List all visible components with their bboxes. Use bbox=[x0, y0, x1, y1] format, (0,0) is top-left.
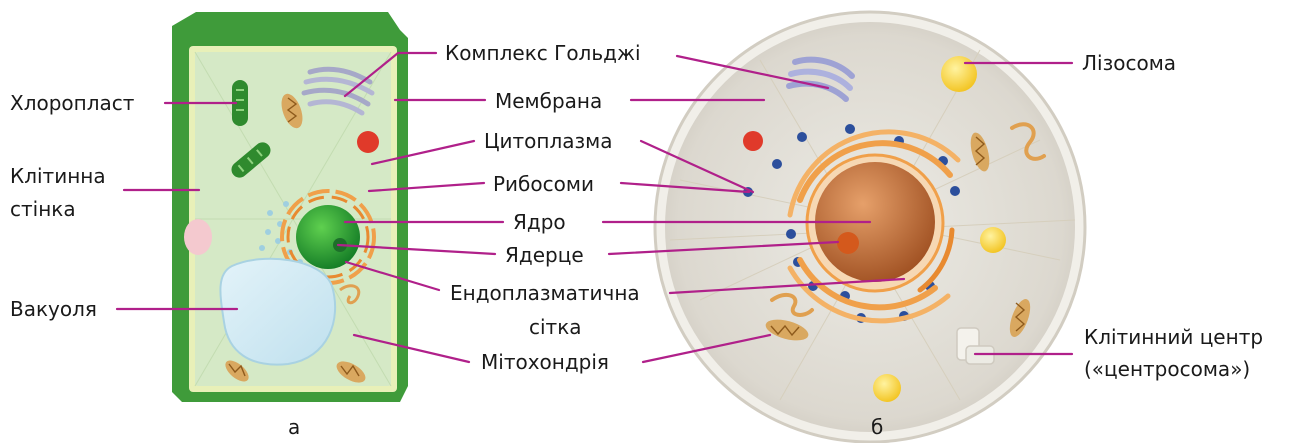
plant-vesicle bbox=[184, 219, 212, 255]
plant-cell bbox=[172, 12, 408, 402]
label-vacuole: Вакуоля bbox=[10, 297, 97, 321]
label-ribosomes: Рибосоми bbox=[493, 172, 594, 196]
animal-cell bbox=[655, 12, 1085, 442]
label-cytoplasm: Цитоплазма bbox=[484, 129, 613, 153]
animal-lysosome-2 bbox=[980, 227, 1006, 253]
label-er-line2: сітка bbox=[529, 315, 582, 339]
animal-lysosome-3 bbox=[873, 374, 901, 402]
plant-red-organelle bbox=[357, 131, 379, 153]
animal-lysosome bbox=[941, 56, 977, 92]
caption-animal: б bbox=[871, 415, 883, 439]
label-er-line1: Ендоплазматична bbox=[450, 281, 640, 305]
label-centrosome-line1: Клітинний центр bbox=[1084, 325, 1263, 349]
label-chloroplast: Хлоропласт bbox=[10, 91, 135, 115]
label-nucleolus: Ядерце bbox=[505, 243, 584, 267]
label-nucleus: Ядро bbox=[513, 210, 566, 234]
plant-vacuole bbox=[220, 259, 335, 365]
caption-plant: а bbox=[288, 415, 300, 439]
label-lysosome: Лізосома bbox=[1082, 51, 1176, 75]
label-mitochondrion: Мітохондрія bbox=[481, 350, 609, 374]
label-membrane: Мембрана bbox=[495, 89, 602, 113]
animal-nucleolus bbox=[837, 232, 859, 254]
label-cell-wall-line2: стінка bbox=[10, 197, 76, 221]
label-centrosome-line2: («центросома») bbox=[1084, 357, 1250, 381]
label-cell-wall-line1: Клітинна bbox=[10, 164, 106, 188]
label-golgi: Комплекс Гольджі bbox=[445, 41, 641, 65]
animal-red-organelle bbox=[743, 131, 763, 151]
